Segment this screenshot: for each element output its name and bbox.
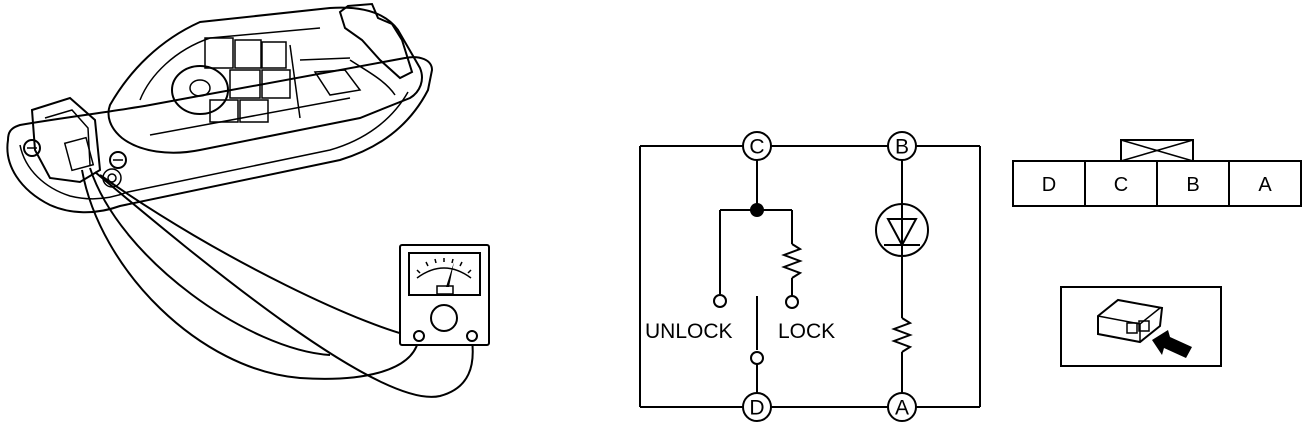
terminal-d-label: D [749, 397, 764, 420]
pin-a-label: A [1258, 174, 1272, 196]
terminal-c-label: C [749, 136, 764, 159]
terminal-a [887, 392, 917, 422]
lock-label: LOCK [778, 320, 835, 343]
common-contact [750, 351, 764, 365]
switch-schematic: C B D A UNLOCK LOCK [639, 131, 981, 422]
terminal-a-label: A [895, 397, 909, 420]
lock-resistor-icon [781, 243, 803, 279]
door-handle-assembly-icon [6, 2, 434, 214]
pin-b-label: B [1186, 174, 1199, 196]
ohmmeter-icon [399, 244, 490, 346]
connector-pinout: D C B A [1012, 139, 1302, 207]
led-diode-icon [875, 203, 929, 257]
pin-c-label: C [1114, 174, 1128, 196]
connector-view-icon [1060, 286, 1222, 367]
unlock-contact [713, 294, 727, 308]
view-arrow-icon [1152, 330, 1192, 358]
terminal-b [887, 131, 917, 161]
terminal-c [742, 131, 772, 161]
diode-resistor-icon [891, 317, 913, 353]
terminal-d [742, 392, 772, 422]
unlock-label: UNLOCK [645, 320, 733, 343]
pin-d-label: D [1042, 174, 1056, 196]
terminal-b-label: B [895, 136, 909, 159]
lock-contact [785, 295, 799, 309]
meter-test-leads [81, 167, 474, 398]
